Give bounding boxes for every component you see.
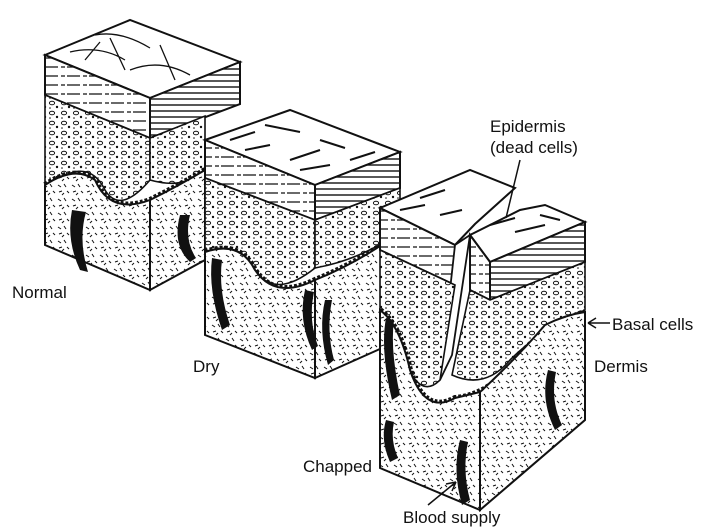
label-chapped: Chapped [303,457,372,476]
chapped-skin-block [380,170,585,510]
basal-arrow [588,318,610,328]
label-normal: Normal [12,283,67,302]
label-blood-supply: Blood supply [403,508,501,527]
label-dry: Dry [193,357,220,376]
label-dead-cells: (dead cells) [490,138,578,157]
label-dermis: Dermis [594,357,648,376]
label-basal-cells: Basal cells [612,315,693,334]
label-epidermis: Epidermis [490,117,566,136]
dry-skin-block [205,110,400,378]
